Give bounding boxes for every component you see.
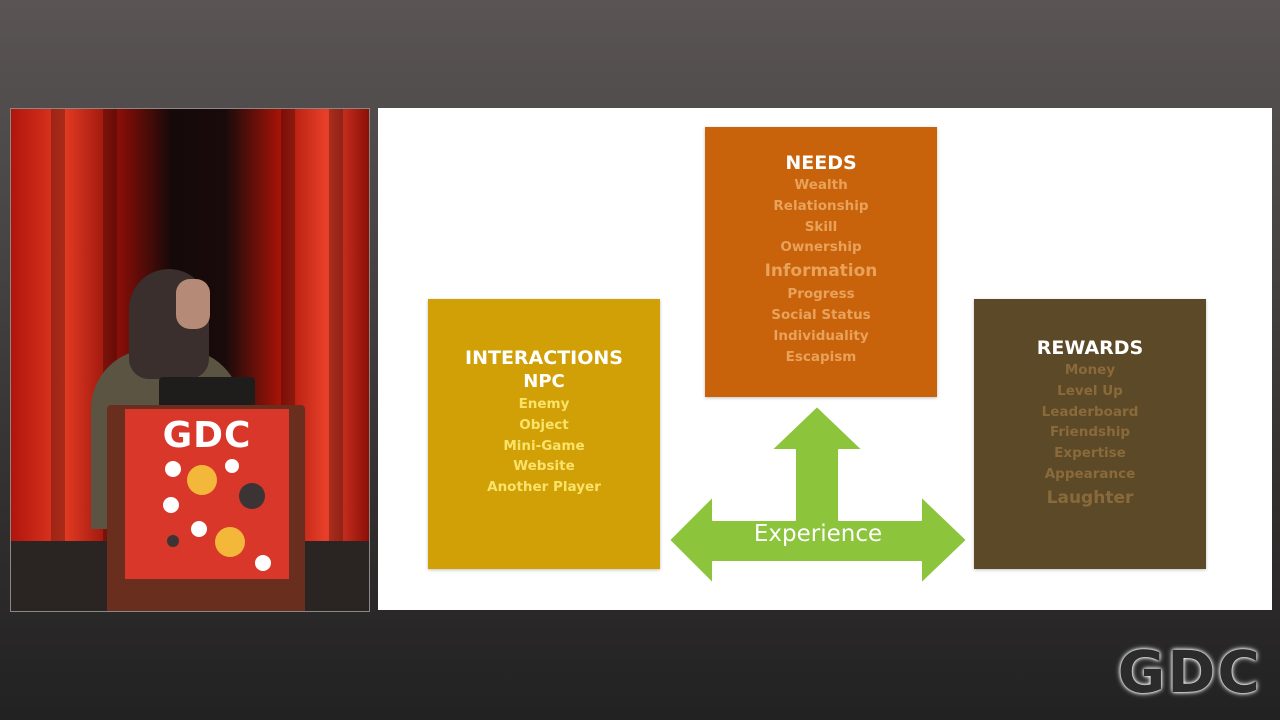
rewards-item: Expertise bbox=[1054, 445, 1126, 462]
presentation-slide: NEEDS Wealth Relationship Skill Ownershi… bbox=[378, 108, 1272, 610]
rewards-item: Leaderboard bbox=[1041, 403, 1139, 420]
interactions-item: Enemy bbox=[518, 396, 570, 412]
table-right bbox=[305, 541, 369, 611]
needs-item: Progress bbox=[787, 286, 855, 303]
needs-item-highlighted: Information bbox=[764, 261, 878, 282]
interactions-box: INTERACTIONS NPC Enemy Object Mini-Game … bbox=[428, 299, 660, 569]
experience-label: Experience bbox=[753, 521, 883, 547]
needs-item: Wealth bbox=[794, 177, 848, 193]
rewards-item: Appearance bbox=[1044, 465, 1136, 482]
interactions-item: Website bbox=[513, 458, 575, 475]
needs-box: NEEDS Wealth Relationship Skill Ownershi… bbox=[705, 127, 937, 397]
podium-sign: GDC bbox=[125, 409, 289, 579]
gdc-corner-logo: GDC bbox=[1117, 638, 1262, 706]
needs-item: Social Status bbox=[771, 306, 871, 323]
rewards-item: Friendship bbox=[1049, 424, 1130, 441]
interactions-subtitle: NPC bbox=[523, 371, 565, 392]
podium-gdc-logo: GDC bbox=[162, 415, 252, 456]
table-left bbox=[11, 541, 107, 611]
rewards-item: Money bbox=[1064, 362, 1116, 378]
speaker-video: GDC bbox=[10, 108, 370, 612]
podium: GDC bbox=[107, 405, 305, 611]
needs-item: Individuality bbox=[773, 327, 869, 344]
rewards-item: Level Up bbox=[1057, 382, 1123, 399]
interactions-item: Object bbox=[519, 416, 569, 433]
needs-title: NEEDS bbox=[785, 152, 857, 174]
needs-item: Relationship bbox=[773, 197, 869, 214]
experience-arrow-shape bbox=[668, 405, 968, 585]
rewards-box: REWARDS Money Level Up Leaderboard Frien… bbox=[974, 299, 1206, 569]
needs-item: Escapism bbox=[785, 348, 857, 365]
speaker-face bbox=[176, 279, 210, 329]
interactions-item: Another Player bbox=[487, 479, 601, 496]
rewards-title: REWARDS bbox=[1036, 337, 1144, 359]
interactions-item: Mini-Game bbox=[503, 437, 585, 454]
three-way-arrow bbox=[668, 405, 968, 585]
interactions-title: INTERACTIONS bbox=[465, 347, 623, 369]
needs-item: Ownership bbox=[780, 239, 862, 256]
needs-item: Skill bbox=[804, 218, 838, 235]
rewards-item-highlighted: Laughter bbox=[1046, 487, 1134, 508]
